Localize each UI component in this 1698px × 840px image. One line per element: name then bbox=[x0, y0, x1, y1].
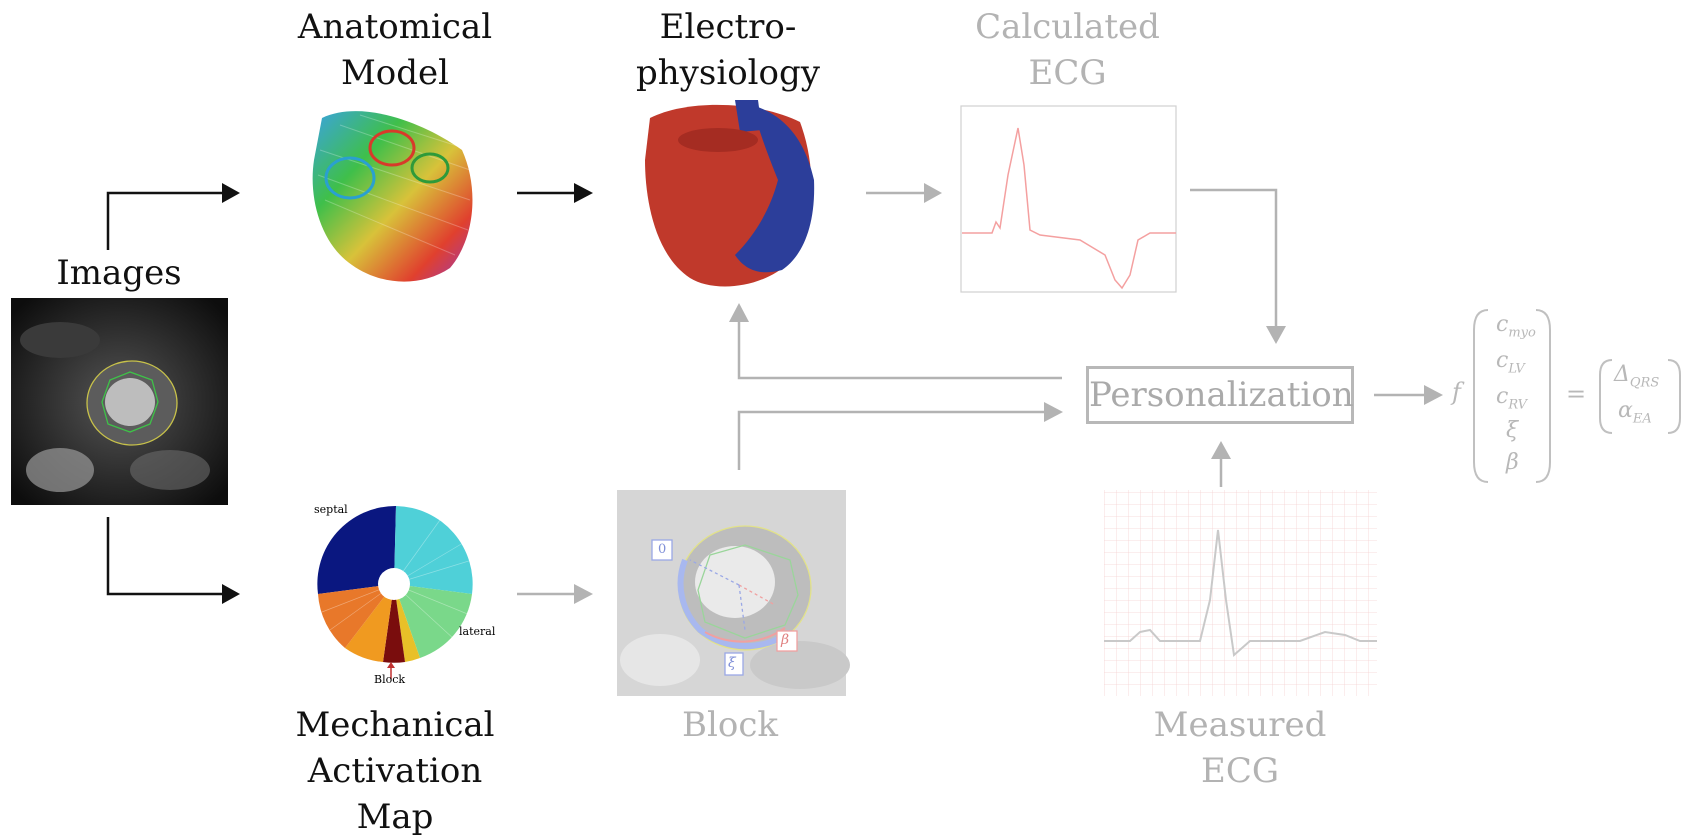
personalization-to-electro-arrow bbox=[729, 303, 1062, 380]
param-c-lv: cLV bbox=[1496, 348, 1525, 377]
param-c-myo: cmyo bbox=[1496, 312, 1536, 341]
calculated-ecg-label: Calculated ECG bbox=[975, 7, 1160, 93]
measured-ecg-to-personalization-arrow bbox=[1211, 441, 1231, 487]
equation-function-f: f bbox=[1452, 378, 1461, 406]
mechanical-activation-map-label: Mechanical Activation Map bbox=[295, 705, 495, 837]
block-zero-label: 0 bbox=[658, 542, 667, 557]
polar-septal-label: septal bbox=[314, 503, 348, 516]
anatomical-model-label: Anatomical Model bbox=[297, 7, 493, 93]
param-xi: ξ bbox=[1506, 418, 1519, 443]
personalization-label: Personalization bbox=[1089, 375, 1354, 415]
electrophysiology-heart bbox=[645, 100, 815, 287]
personalization-box: Personalization bbox=[1086, 366, 1354, 424]
param-c-rv: cRV bbox=[1496, 384, 1528, 413]
mechanical-to-block-arrow bbox=[517, 584, 593, 604]
polar-lateral-label: lateral bbox=[459, 625, 496, 638]
anatomical-fiber-model bbox=[312, 111, 473, 282]
param-beta: β bbox=[1506, 450, 1519, 475]
equation-brackets bbox=[1473, 309, 1681, 483]
electrophysiology-label: Electro- physiology bbox=[636, 7, 820, 93]
anatomical-to-electro-arrow bbox=[517, 183, 593, 203]
measured-ecg-plot bbox=[1104, 490, 1377, 696]
personalization-to-equation-arrow bbox=[1374, 385, 1443, 405]
measured-ecg-label: Measured ECG bbox=[1153, 705, 1327, 791]
output-alpha-ea: αEA bbox=[1618, 398, 1652, 427]
equation-equals: = bbox=[1566, 380, 1587, 408]
block-to-personalization-arrow bbox=[737, 402, 1063, 470]
electro-to-ecg-arrow bbox=[866, 183, 942, 203]
ecg-to-personalization-arrow bbox=[1190, 188, 1286, 344]
block-beta-label: β bbox=[781, 632, 790, 648]
polar-block-label: Block bbox=[374, 673, 406, 686]
mechanical-activation-polar-map bbox=[317, 505, 473, 679]
images-label: Images bbox=[56, 253, 182, 293]
calculated-ecg-plot bbox=[960, 105, 1177, 293]
images-to-mechanical-arrow bbox=[106, 517, 240, 604]
block-mri-image bbox=[617, 490, 850, 696]
block-label: Block bbox=[682, 705, 778, 745]
cardiac-mri-image bbox=[11, 298, 228, 505]
images-to-anatomical-arrow bbox=[106, 183, 240, 250]
block-xi-label: ξ bbox=[728, 655, 736, 671]
output-delta-qrs: ΔQRS bbox=[1614, 362, 1660, 391]
